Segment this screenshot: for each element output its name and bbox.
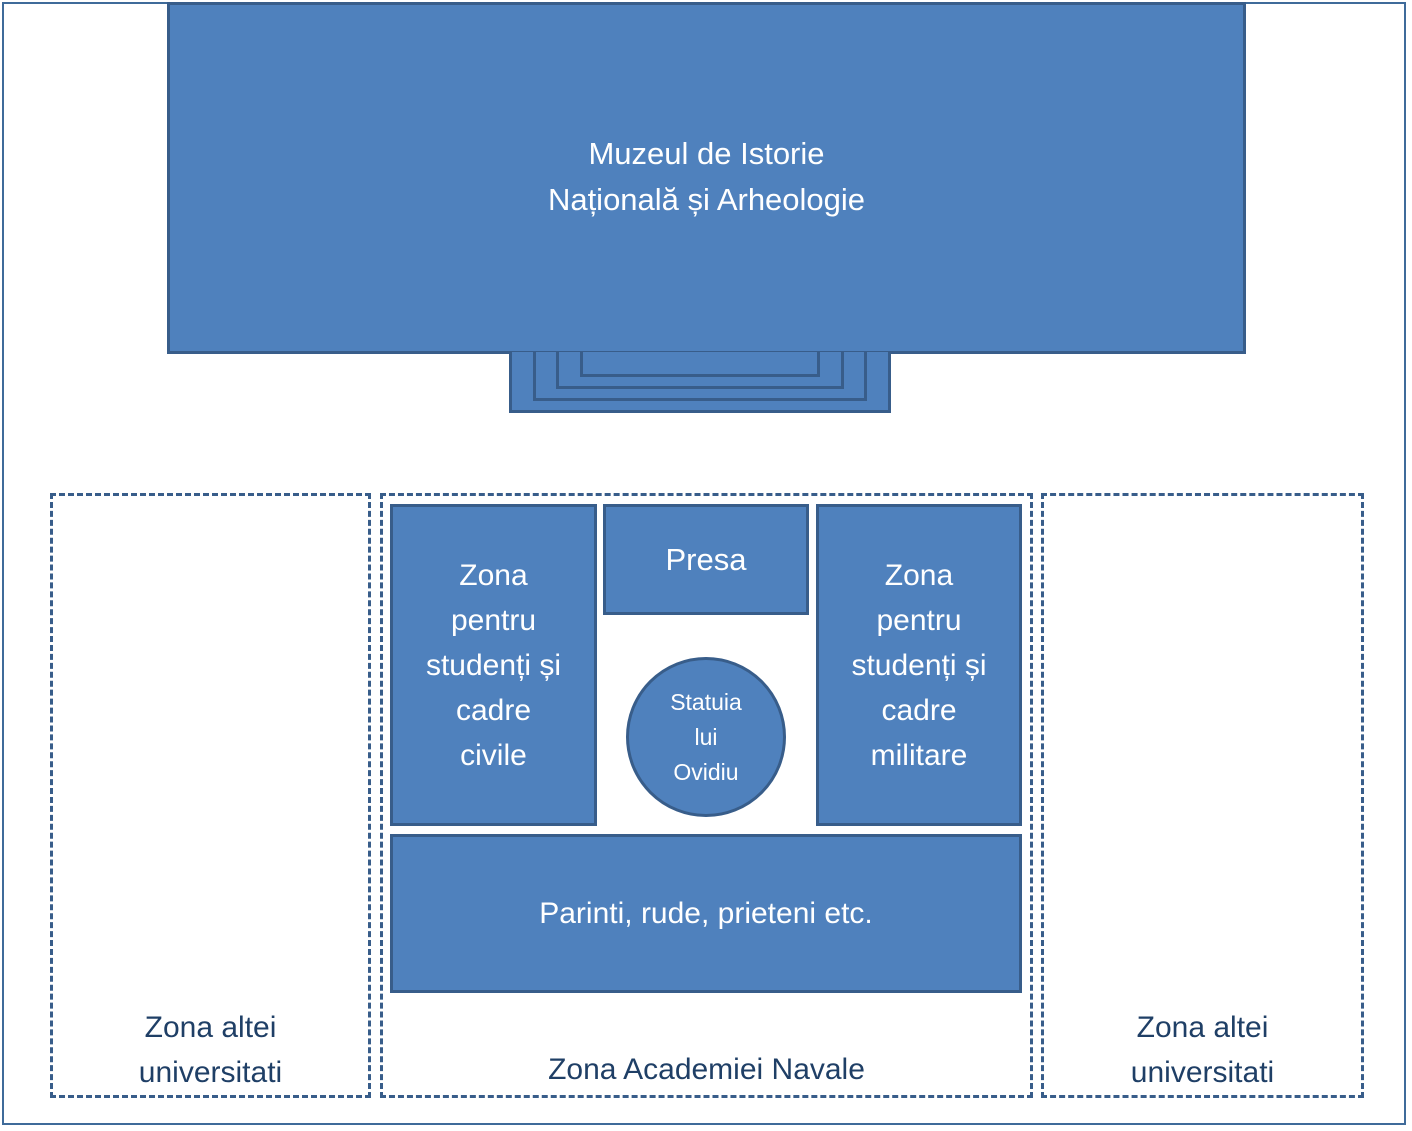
military-students-area: Zona pentru studenți și cadre militare bbox=[816, 504, 1022, 826]
military-area-label: Zona pentru studenți și cadre militare bbox=[851, 558, 987, 772]
museum-label: Muzeul de Istorie Națională și Arheologi… bbox=[547, 136, 866, 217]
zone-other-university-right: Zona altei universitati bbox=[1041, 493, 1364, 1098]
press-label: Presa bbox=[665, 541, 747, 577]
zone-center-label: Zona Academiei Navale bbox=[548, 1053, 865, 1086]
zone-other-university-left: Zona altei universitati bbox=[50, 493, 371, 1098]
entrance-step-4 bbox=[580, 352, 820, 377]
museum-building: Muzeul de Istorie Națională și Arheologi… bbox=[167, 2, 1246, 354]
ovid-statue: Statuia lui Ovidiu bbox=[626, 657, 786, 817]
zone-left-label: Zona altei universitati bbox=[138, 1011, 283, 1089]
family-area-label: Parinti, rude, prieteni etc. bbox=[539, 896, 873, 930]
zone-right-label: Zona altei universitati bbox=[1130, 1011, 1275, 1089]
statue-label: Statuia lui Ovidiu bbox=[670, 688, 742, 785]
civil-area-label: Zona pentru studenți și cadre civile bbox=[425, 558, 562, 772]
civil-students-area: Zona pentru studenți și cadre civile bbox=[390, 504, 597, 826]
press-area: Presa bbox=[603, 504, 809, 615]
family-friends-area: Parinti, rude, prieteni etc. bbox=[390, 834, 1022, 993]
zone-naval-academy: Zona Academiei Navale bbox=[380, 493, 1033, 1098]
